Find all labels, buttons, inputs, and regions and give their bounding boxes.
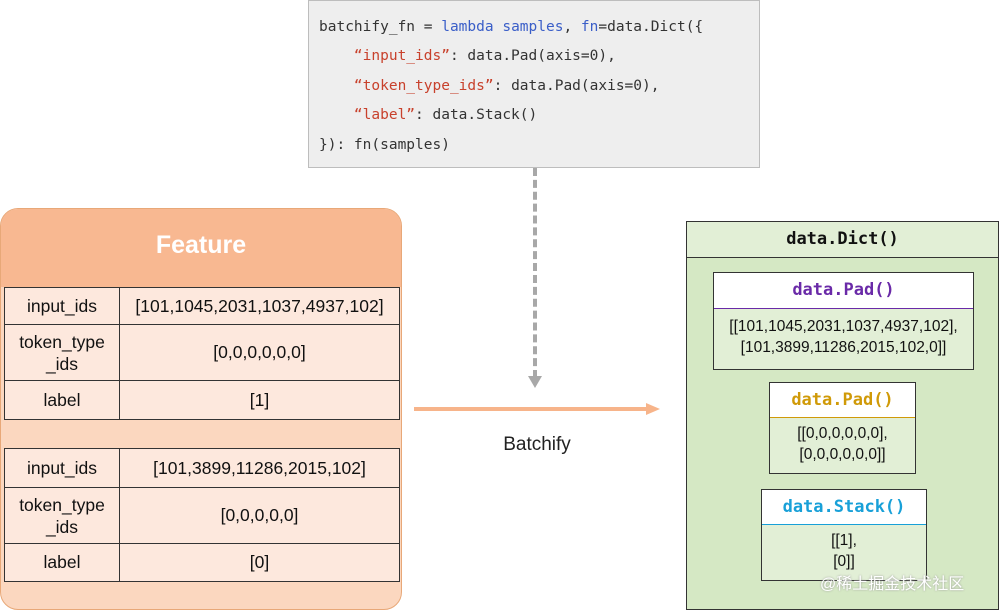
dashed-arrow-head: [528, 376, 542, 388]
batchify-arrow-head: [646, 403, 660, 415]
dict-title: data.Dict(): [687, 222, 998, 258]
pad-title-input-ids: data.Pad(): [714, 273, 973, 309]
value-input-ids: [101,1045,2031,1037,4937,102]: [119, 287, 400, 325]
code-line-1: batchify_fn = lambda samples, fn=data.Di…: [319, 19, 704, 35]
batchify-label: Batchify: [503, 434, 571, 455]
code-line-2: “input_ids”: data.Pad(axis=0),: [353, 48, 616, 64]
value-label: [1]: [119, 380, 400, 420]
table-row: token_type _ids [0,0,0,0,0]: [4, 487, 400, 544]
value-input-ids: [101,3899,11286,2015,102]: [119, 448, 400, 488]
code-line-3: “token_type_ids”: data.Pad(axis=0),: [353, 78, 660, 94]
feature-title: Feature: [155, 231, 247, 259]
dict-panel: data.Dict() data.Pad() [[101,1045,2031,1…: [686, 221, 999, 610]
key-input-ids: input_ids: [4, 287, 120, 325]
pad-title-token-type-ids: data.Pad(): [770, 383, 915, 418]
feature-header: Feature: [1, 209, 401, 287]
feature-panel: Feature input_ids [101,1045,2031,1037,49…: [0, 208, 402, 610]
table-row: token_type _ids [0,0,0,0,0,0]: [4, 324, 400, 381]
key-token-type-ids: token_type _ids: [4, 487, 120, 544]
watermark-text: @稀土掘金技术社区: [820, 576, 965, 593]
code-line-5: }): fn(samples): [319, 137, 450, 153]
code-snippet: batchify_fn = lambda samples, fn=data.Di…: [308, 0, 760, 168]
pad-box-token-type-ids: data.Pad() [[0,0,0,0,0,0], [0,0,0,0,0,0]…: [769, 382, 916, 474]
pad-box-input-ids: data.Pad() [[101,1045,2031,1037,4937,102…: [713, 272, 974, 370]
table-row: label [0]: [4, 543, 400, 582]
stack-title-label: data.Stack(): [762, 490, 926, 525]
value-token-type-ids: [0,0,0,0,0]: [119, 487, 400, 544]
pad-value-token-type-ids: [[0,0,0,0,0,0], [0,0,0,0,0,0]]: [797, 425, 888, 463]
key-input-ids: input_ids: [4, 448, 120, 488]
key-label: label: [4, 543, 120, 582]
pad-value-input-ids: [[101,1045,2031,1037,4937,102], [101,389…: [729, 318, 958, 356]
code-line-4: “label”: data.Stack(): [353, 107, 538, 123]
value-label: [0]: [119, 543, 400, 582]
table-row: input_ids [101,3899,11286,2015,102]: [4, 448, 400, 488]
stack-box-label: data.Stack() [[1], [0]]: [761, 489, 927, 581]
key-token-type-ids: token_type _ids: [4, 324, 120, 381]
table-row: label [1]: [4, 380, 400, 420]
value-token-type-ids: [0,0,0,0,0,0]: [119, 324, 400, 381]
batchify-arrow: [414, 407, 646, 411]
dashed-connector: [533, 168, 537, 378]
key-label: label: [4, 380, 120, 420]
stack-value-label: [[1], [0]]: [831, 532, 857, 570]
sample-table-1: input_ids [101,1045,2031,1037,4937,102] …: [4, 287, 400, 420]
sample-table-2: input_ids [101,3899,11286,2015,102] toke…: [4, 448, 400, 582]
table-row: input_ids [101,1045,2031,1037,4937,102]: [4, 287, 400, 325]
